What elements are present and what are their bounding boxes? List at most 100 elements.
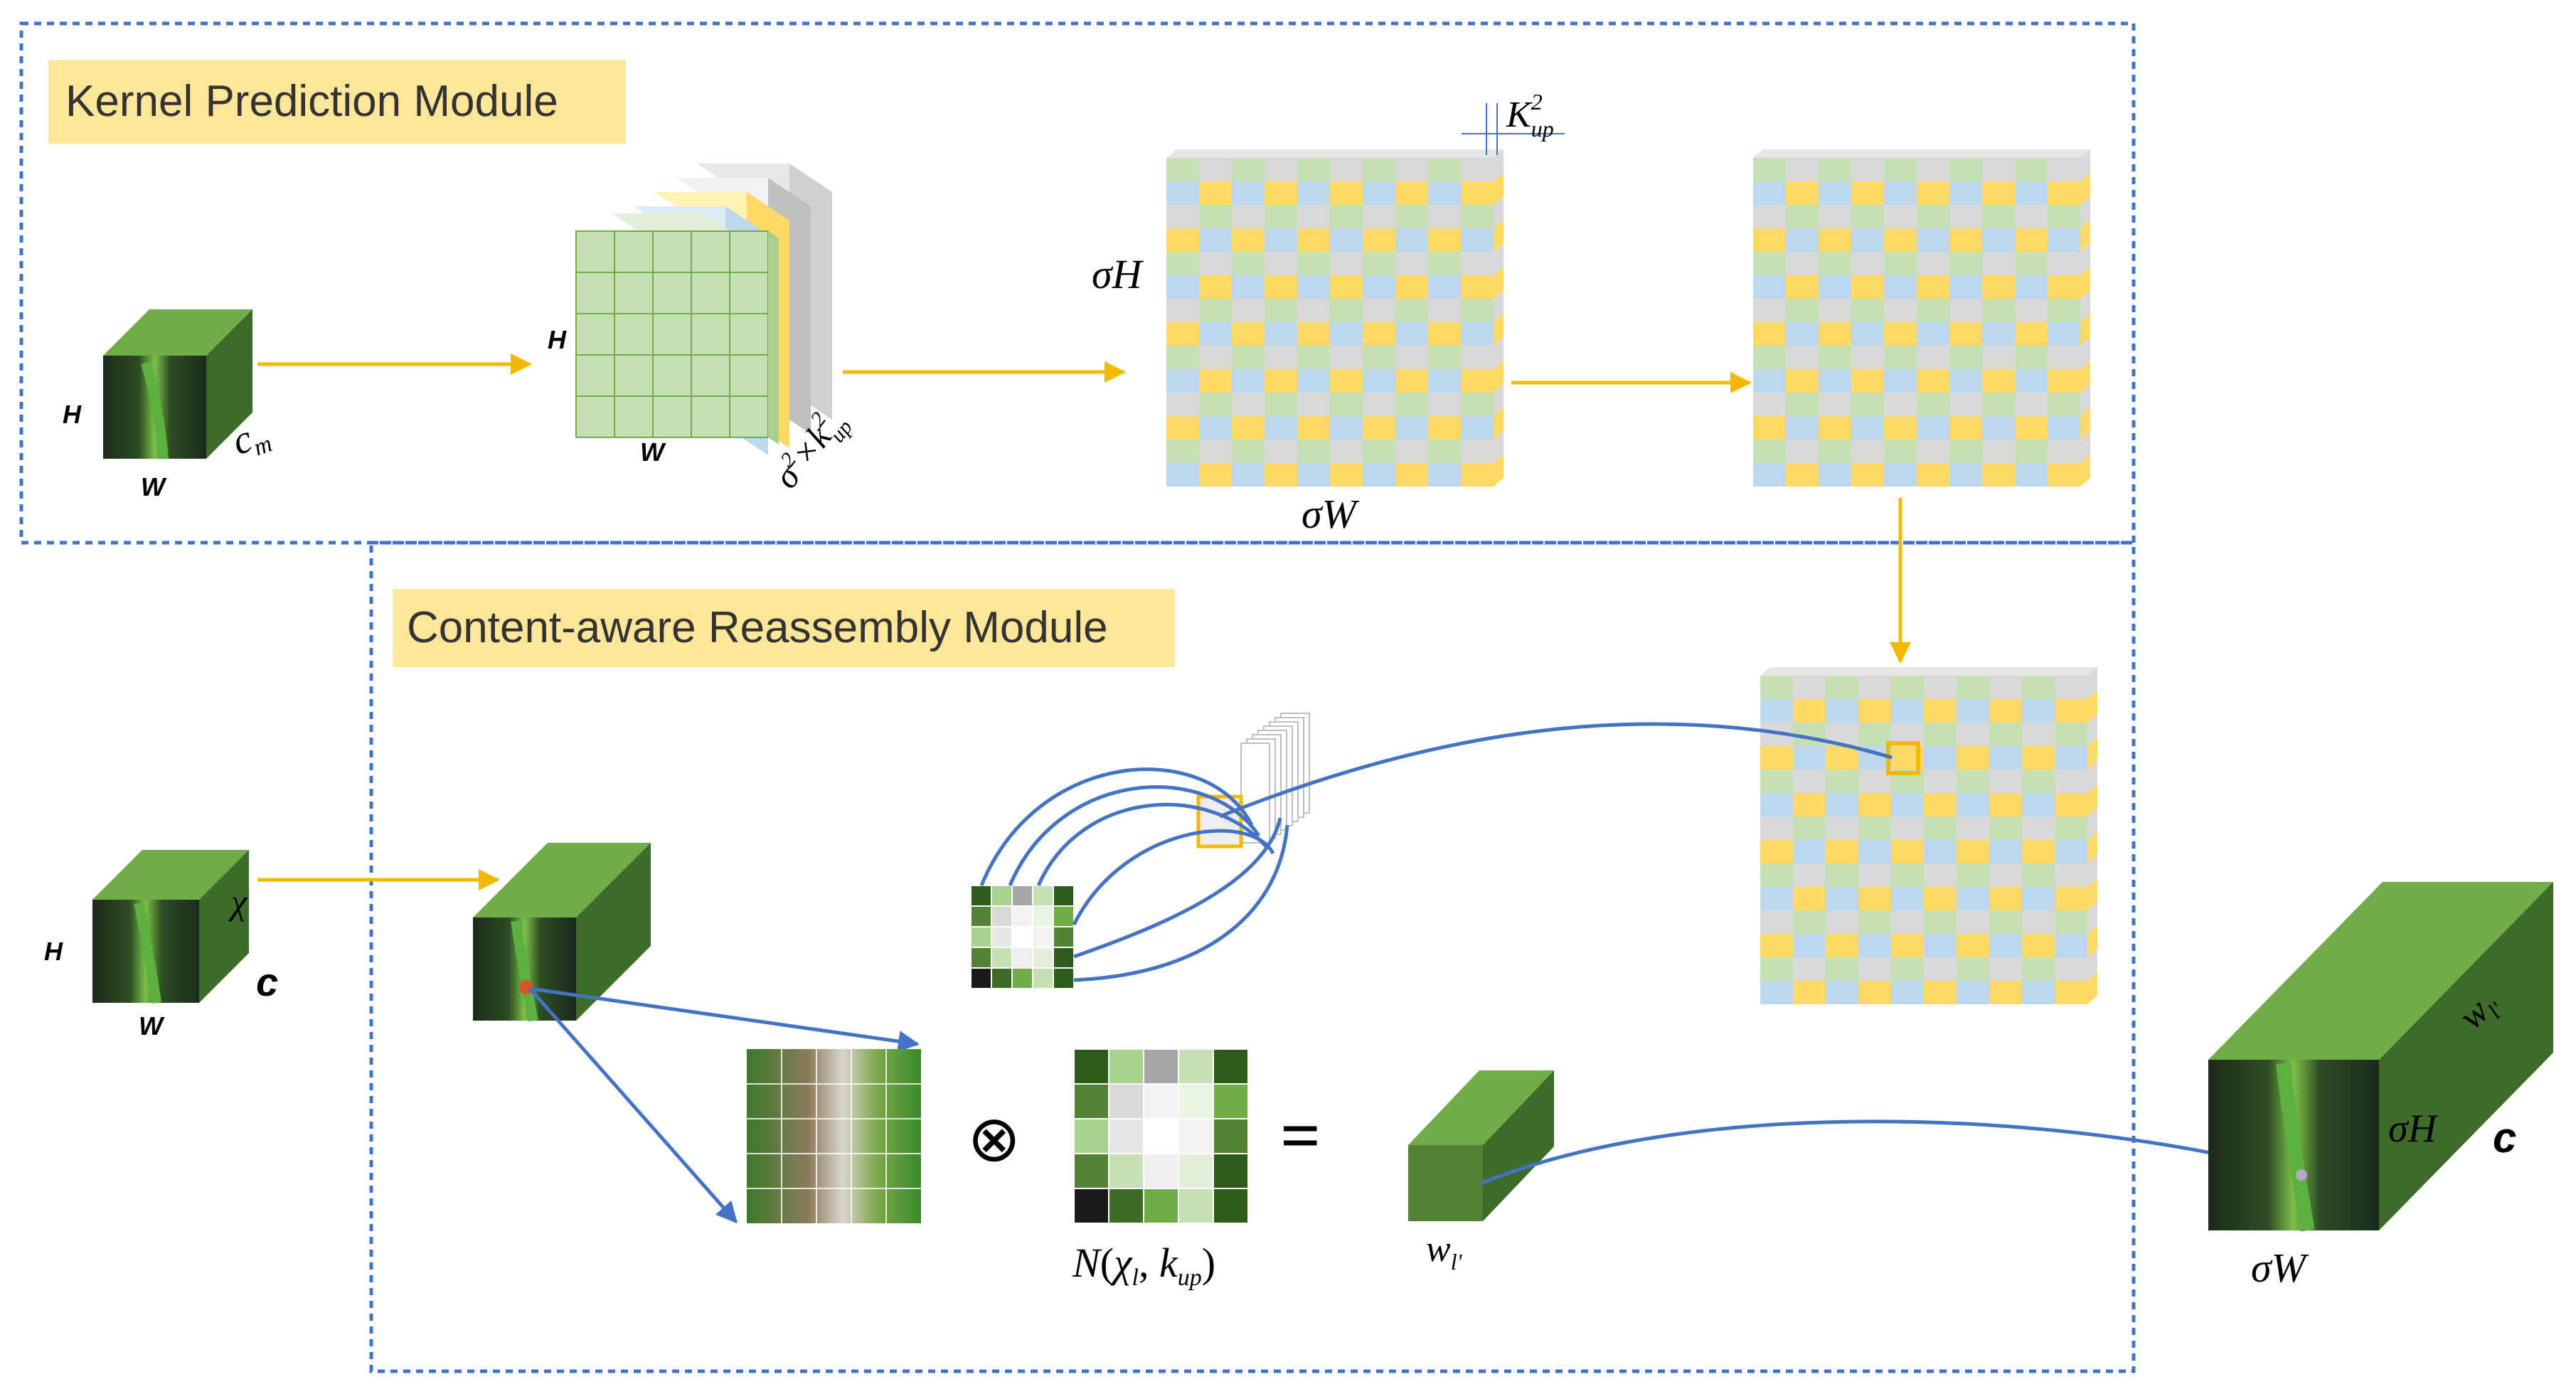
grid-cell [1753,369,1786,393]
grid-cell [1786,228,1819,252]
kernel-map-grid-2 [1753,149,2090,486]
input-feature-cube [103,309,252,459]
grid-cell [1851,369,1884,393]
grid-cell [1949,346,1982,369]
grid-cell [2015,346,2048,369]
grid-cell [1363,205,1395,228]
grid-cell [1949,463,1982,486]
grid-side-edge [2087,667,2097,699]
grid-cell [1461,369,1494,393]
grid-side-edge [2080,454,2090,486]
grid-cell [1884,275,1917,299]
grid-cell [2015,205,2048,228]
weight-cell [991,926,1013,948]
weight-cell [1011,947,1033,969]
kernel-weights-grid [1073,1048,1249,1224]
grid-cell [1395,346,1428,369]
grid-cell [1753,463,1786,486]
encoder-channel-stack [575,164,832,455]
grid-cell [1232,463,1265,486]
grid-cell [1232,228,1265,252]
grid-cell [2055,887,2087,910]
grid-cell [1826,934,1858,957]
grid-cell [1982,346,2015,369]
grid-cell [1330,440,1363,463]
grid-cell [1753,252,1786,275]
grid-cell [1786,322,1819,346]
grid-cell [1957,793,1989,816]
grid-cell [1166,181,1199,205]
grid-cell [1858,699,1891,723]
grid-cell [2015,369,2048,393]
grid-cell [2022,676,2055,699]
weight-cell [1053,947,1075,969]
neighborhood-label: N(χl, kup) [1072,1240,1215,1291]
grid-cell [1924,746,1957,770]
grid-cell [1982,205,2015,228]
grid-cell [1297,228,1330,252]
grid-cell [1166,205,1199,228]
grid-cell [1793,816,1826,840]
grid-cell [1924,910,1957,934]
grid-cell [1297,393,1330,416]
grid-cell [1917,346,1949,369]
grid-cell [1949,369,1982,393]
grid-cell [1265,393,1297,416]
grid-cell [2015,158,2048,181]
grid-side-edge [2080,361,2090,393]
grid-cell [1395,369,1428,393]
grid-cell [1330,393,1363,416]
grid-cell [1199,463,1232,486]
weight-cell [1143,1118,1179,1154]
grid-cell [1786,181,1819,205]
grid-cell [1428,322,1461,346]
grid-cell [1891,887,1924,910]
grid-cell [1957,699,1989,723]
grid-cell [1851,440,1884,463]
grid-cell [1982,299,2015,322]
grid-cell [1949,158,1982,181]
grid-cell [1265,322,1297,346]
grid-top-edge [1166,149,1503,158]
grid-cell [1395,440,1428,463]
grid-cell [2048,228,2080,252]
grid-cell [1461,393,1494,416]
grid-cell [2055,793,2087,816]
grid-cell [2022,957,2055,981]
grid-cell [1819,393,1851,416]
kernel-prediction-title-box [48,60,626,144]
grid-cell [1957,934,1989,957]
grid-side-edge [2080,173,2090,205]
weight-cell [1108,1153,1144,1189]
grid-cell [1753,205,1786,228]
grid-side-edge [2080,314,2090,346]
grid-cell [1166,322,1199,346]
grid-cell [1166,158,1199,181]
kernel-map-grid-3 [1760,667,2097,1004]
grid-cell [2055,840,2087,863]
grid-cell [1297,346,1330,369]
encoder-grid-lines [576,231,768,437]
weight-cell [1032,885,1054,907]
grid-cell [1884,369,1917,393]
grid-side-edge [2080,337,2090,369]
grid-cell [1891,676,1924,699]
feature-cube-input [92,850,249,1004]
grid-cell [1851,416,1884,440]
grid-cell [1957,981,1989,1004]
grid-cell [1949,322,1982,346]
encoder-w-label: W [640,437,666,467]
grid-cell [1232,346,1265,369]
grid-cell [1786,463,1819,486]
grid-cell [1982,393,2015,416]
grid-cell [1957,746,1989,770]
grid-cell [1428,275,1461,299]
grid-cell [1793,699,1826,723]
grid-side-edge [1494,149,1503,181]
grid-cell [1982,275,2015,299]
grid-side-edge [2080,267,2090,299]
grid-side-edge [1494,220,1503,252]
grid-cell [1297,275,1330,299]
grid-cell [2048,181,2080,205]
